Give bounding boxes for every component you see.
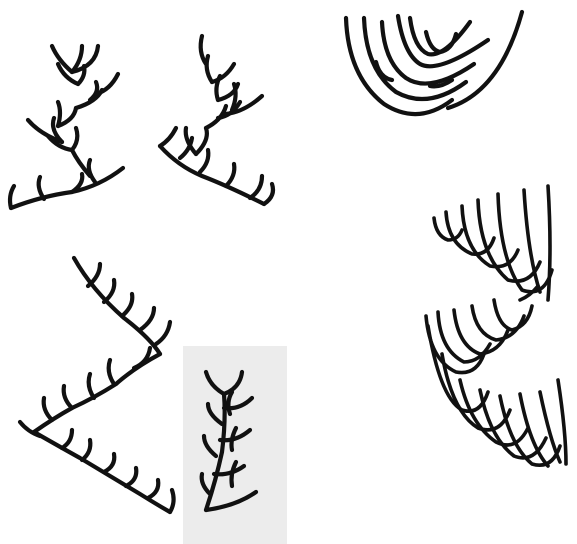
inset-panel [183, 346, 287, 544]
sympodial-branching-left [10, 46, 123, 208]
nested-arches-top [346, 12, 522, 114]
nested-arches-stack-right [426, 186, 566, 466]
zigzag-branching-bottom [20, 258, 174, 512]
sympodial-branching-right [160, 36, 273, 204]
